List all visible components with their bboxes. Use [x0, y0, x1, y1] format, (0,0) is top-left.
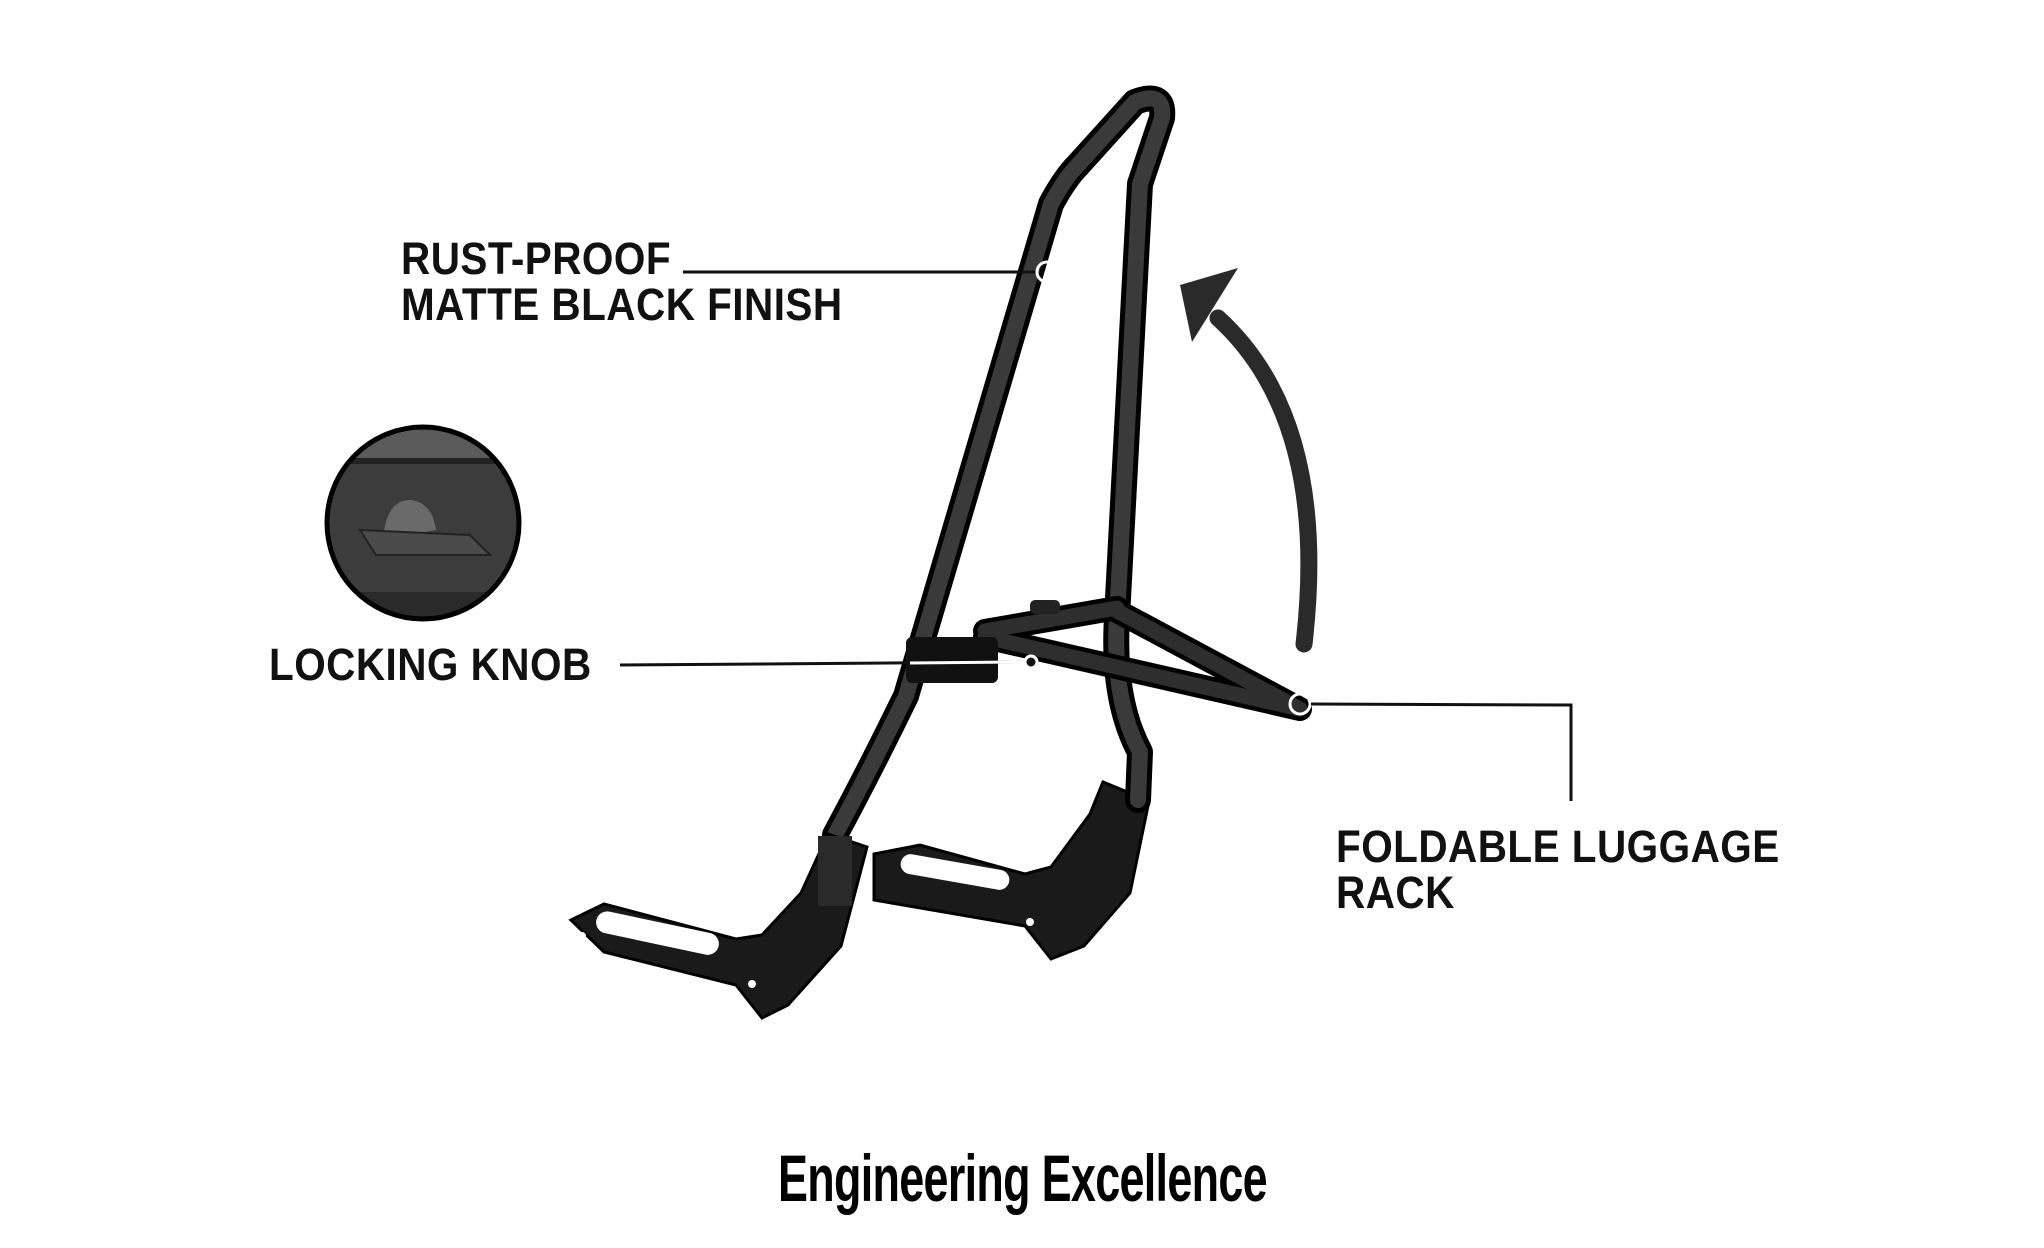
side-bracket-left	[568, 832, 869, 1020]
rack-line2: RACK	[1336, 867, 1455, 918]
finish-line1: RUST-PROOF	[401, 233, 672, 284]
page-title: Engineering Excellence	[0, 1140, 2044, 1216]
finish-line2: MATTE BLACK FINISH	[401, 279, 843, 330]
rack-callout-label: FOLDABLE LUGGAGE RACK	[1336, 824, 1780, 916]
locking-knob-inset	[324, 424, 522, 622]
leader-finish	[683, 260, 1059, 284]
knob-callout-label: LOCKING KNOB	[269, 639, 592, 690]
frame-rail	[815, 85, 1176, 913]
leader-knob	[619, 654, 1039, 670]
page-title-text: Engineering Excellence	[777, 1141, 1268, 1215]
fold-arrow-icon	[1180, 268, 1318, 653]
finish-callout-label: RUST-PROOF MATTE BLACK FINISH	[401, 236, 843, 328]
rack-line1: FOLDABLE LUGGAGE	[1336, 821, 1780, 872]
side-bracket-right	[872, 780, 1151, 961]
leader-rack	[1288, 692, 1573, 801]
luggage-rack	[906, 596, 1312, 721]
